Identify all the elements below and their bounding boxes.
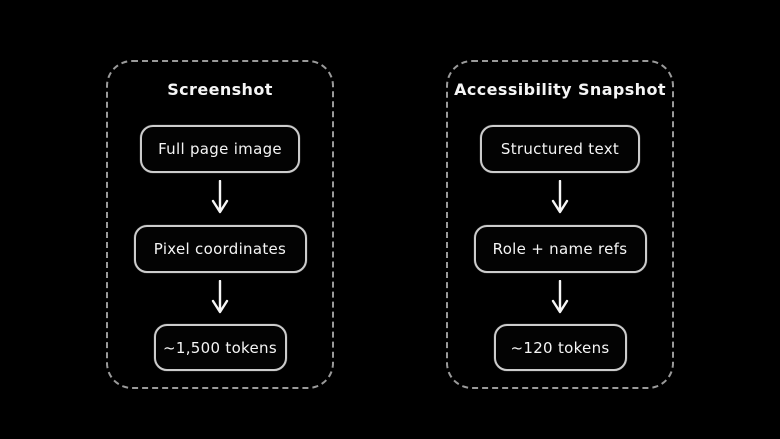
- node-label: ~1,500 tokens: [163, 338, 277, 357]
- node-label: Pixel coordinates: [153, 240, 287, 258]
- accessibility-snapshot-panel: Accessibility Snapshot Structured text R…: [446, 60, 674, 389]
- accessibility-panel-title: Accessibility Snapshot: [454, 80, 666, 99]
- node-role-name-refs: Role + name refs: [473, 225, 647, 273]
- node-label: Full page image: [158, 140, 282, 158]
- node-structured-text: Structured text: [480, 125, 640, 173]
- node-label: Structured text: [500, 140, 620, 158]
- down-arrow-icon: [551, 180, 569, 214]
- down-arrow-icon: [551, 280, 569, 314]
- node-label: Role + name refs: [492, 240, 628, 258]
- node-snapshot-tokens: ~120 tokens: [493, 324, 627, 371]
- screenshot-panel: Screenshot Full page image Pixel coordin…: [106, 60, 334, 389]
- node-screenshot-tokens: ~1,500 tokens: [153, 324, 287, 371]
- node-label: ~120 tokens: [510, 338, 610, 357]
- down-arrow-icon: [211, 280, 229, 314]
- node-pixel-coordinates: Pixel coordinates: [133, 225, 307, 273]
- node-full-page-image: Full page image: [140, 125, 300, 173]
- screenshot-panel-title: Screenshot: [167, 80, 273, 99]
- down-arrow-icon: [211, 180, 229, 214]
